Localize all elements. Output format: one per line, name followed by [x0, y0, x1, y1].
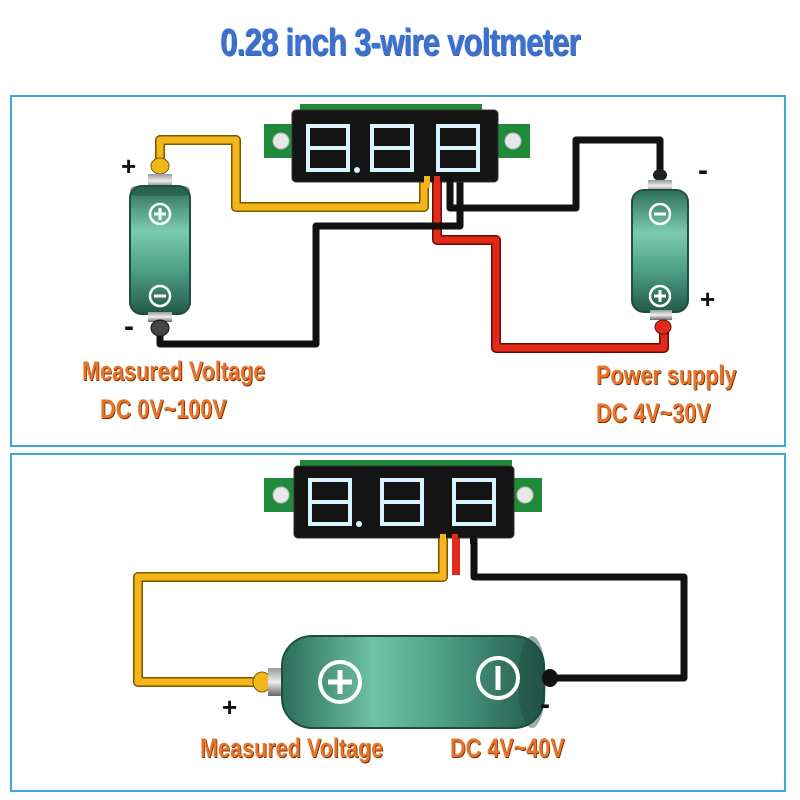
top-right-battery-minus-sign: - [698, 154, 708, 187]
top-left-battery [129, 157, 191, 337]
power-supply-label: Power supply [596, 360, 737, 390]
top-wiring-panel [10, 95, 786, 447]
power-supply-range-label: DC 4V~30V [596, 398, 711, 428]
bottom-voltmeter-module [264, 460, 542, 544]
bottom-battery-plus-sign: + [222, 692, 237, 722]
bottom-battery-minus-sign: - [540, 688, 550, 721]
top-wires [155, 135, 669, 353]
top-measured-range-label: DC 0V~100V [100, 394, 227, 424]
top-red-wire [432, 178, 669, 353]
bottom-wiring-panel [10, 453, 786, 792]
top-left-battery-minus-sign: - [124, 310, 134, 343]
bottom-measured-range-label: DC 4V~40V [450, 733, 565, 763]
top-measured-voltage-label: Measured Voltage [82, 356, 266, 386]
bottom-measured-voltage-label: Measured Voltage [200, 733, 384, 763]
top-black-wire-measured [156, 178, 464, 348]
bottom-wires [133, 538, 688, 687]
top-black-wire-supply [446, 136, 664, 212]
top-left-battery-plus-sign: + [121, 151, 136, 181]
top-right-battery [631, 169, 689, 335]
diagram-title: 0.28 inch 3-wire voltmeter [220, 22, 581, 64]
bottom-black-wire [470, 538, 688, 682]
bottom-battery [252, 635, 558, 729]
top-right-battery-plus-sign: + [700, 284, 715, 314]
top-voltmeter-module [264, 104, 530, 188]
